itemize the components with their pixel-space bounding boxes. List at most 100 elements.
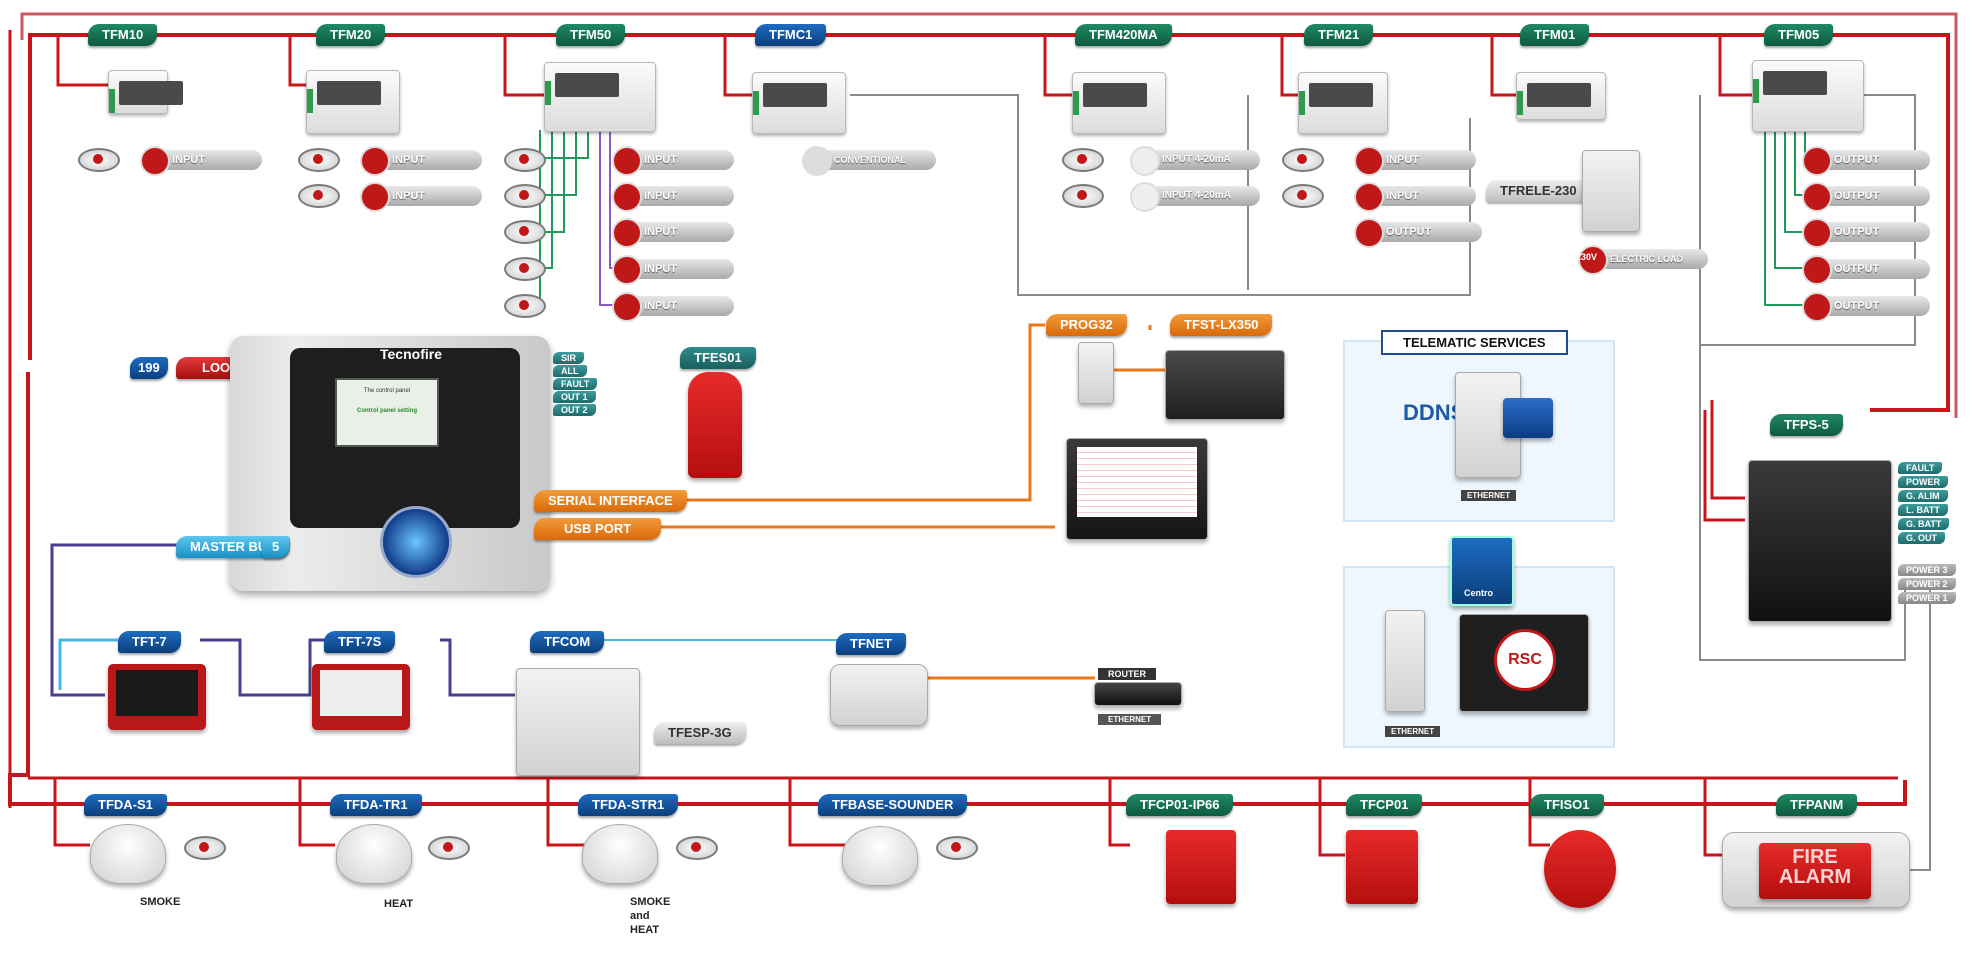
siren-tag: TFES01 xyxy=(680,347,756,369)
sensor-eye-icon xyxy=(78,148,120,172)
psu-power-3: POWER 3 xyxy=(1898,564,1956,576)
email-icon xyxy=(1503,398,1553,438)
input-icon xyxy=(612,218,642,248)
tfm05-module xyxy=(1752,60,1864,132)
printer-device xyxy=(1165,350,1285,420)
field-tag-tfpanm: TFPANM xyxy=(1776,794,1858,816)
sensor-eye-icon xyxy=(298,184,340,208)
master-bus-tag: MASTER BUS xyxy=(176,536,290,558)
field-tag-tfbase-sounder: TFBASE-SOUNDER xyxy=(818,794,968,816)
module-tag-tfm20: TFM20 xyxy=(316,24,386,46)
sensor-eye-icon xyxy=(504,220,546,244)
speaker-icon xyxy=(1802,218,1832,248)
psu-out-galim: G. ALIM xyxy=(1898,490,1948,502)
centro-logo-icon: Centro xyxy=(1450,536,1514,606)
module-tag-tfm50: TFM50 xyxy=(556,24,626,46)
smoke-label: SMOKE xyxy=(140,896,181,908)
panel-output-all: ALL xyxy=(553,365,587,377)
sensor-eye-icon xyxy=(1282,184,1324,208)
laptop-device xyxy=(1066,438,1208,540)
module-tag-tfm01: TFM01 xyxy=(1520,24,1590,46)
ddns-label: DDNS xyxy=(1403,400,1466,425)
conventional-icon xyxy=(802,146,832,176)
pc-tower xyxy=(1385,610,1425,712)
psu-cabinet xyxy=(1748,460,1892,622)
panel-output-out1: OUT 1 xyxy=(553,391,596,403)
bus-tag-tfnet: TFNET xyxy=(836,633,906,655)
output-pill: OUTPUT xyxy=(1802,146,1930,176)
sensor-eye-icon xyxy=(428,836,470,860)
psu-power-2: POWER 2 xyxy=(1898,578,1956,590)
tfm10-module xyxy=(108,70,183,114)
panel-face: The control panel Control panel setting xyxy=(290,348,520,528)
prog32-device xyxy=(1078,342,1114,404)
module-tag-tfmc1: TFMC1 xyxy=(755,24,827,46)
psu-out-power: POWER xyxy=(1898,476,1949,488)
router-device xyxy=(1094,682,1182,706)
field-tag-tfda-s1: TFDA-S1 xyxy=(84,794,167,816)
smoke-heat-label-2: and xyxy=(630,910,650,922)
fire-alarm-line2: ALARM xyxy=(1778,866,1852,888)
centro-box: Centro RSC ETHERNET xyxy=(1343,536,1615,748)
input-pill: INPUT xyxy=(360,146,482,176)
ethernet-label-2: ETHERNET xyxy=(1385,726,1441,737)
v230-label: 230V xyxy=(1576,252,1598,262)
panel-output-fault: FAULT xyxy=(553,378,598,390)
smoke-heat-label-3: HEAT xyxy=(630,924,660,936)
heat-detector xyxy=(336,824,412,884)
tfm20-module xyxy=(306,70,400,134)
sensor-eye-icon xyxy=(936,836,978,860)
tfm50-module xyxy=(544,62,656,132)
field-tag-tfiso1: TFISO1 xyxy=(1530,794,1604,816)
electric-load-pill: ELECTRIC LOAD xyxy=(1578,245,1708,275)
router-ethernet-label: ETHERNET xyxy=(1098,714,1162,725)
fire-alarm-panel: FIRE ALARM xyxy=(1722,832,1910,908)
panel-brand: Tecnofire xyxy=(380,346,442,362)
sensor-eye-icon xyxy=(1062,184,1104,208)
tfm21-module xyxy=(1298,72,1388,134)
ethernet-label: ETHERNET xyxy=(1461,490,1517,501)
sensor-eye-icon xyxy=(504,184,546,208)
tfm01-module xyxy=(1516,72,1606,120)
load-icon xyxy=(1578,245,1608,275)
output-pill: OUTPUT xyxy=(1802,182,1930,212)
input-pill: INPUT xyxy=(612,292,734,322)
field-tag-tfda-tr1: TFDA-TR1 xyxy=(330,794,422,816)
call-point xyxy=(1346,830,1418,904)
telematic-title: TELEMATIC SERVICES xyxy=(1381,330,1568,355)
tft7s-tablet xyxy=(312,664,410,730)
panel-output-out2: OUT 2 xyxy=(553,404,596,416)
smoke-detector xyxy=(90,824,166,884)
speaker-icon xyxy=(1802,146,1832,176)
telematic-services-box: TELEMATIC SERVICES DDNS ETHERNET xyxy=(1343,330,1615,522)
tfmc1-module xyxy=(752,72,846,134)
input-pill: INPUT xyxy=(612,255,734,285)
smoke-heat-detector xyxy=(582,824,658,884)
input-4-20-pill: INPUT 4-20mA xyxy=(1130,182,1260,212)
tfm420ma-module xyxy=(1072,72,1166,134)
sensor-eye-icon xyxy=(676,836,718,860)
input-icon xyxy=(360,182,390,212)
sensor-eye-icon xyxy=(298,148,340,172)
tft7-tablet xyxy=(108,664,206,730)
tfrele-tag: TFRELE-230 xyxy=(1486,180,1591,202)
sensor-eye-icon xyxy=(504,294,546,318)
bus-tag-tft7s: TFT-7S xyxy=(324,631,396,653)
rsc-logo: RSC xyxy=(1494,629,1556,691)
sensor-eye-icon xyxy=(184,836,226,860)
panel-knob-icon[interactable] xyxy=(380,506,452,578)
psu-out-lbatt: L. BATT xyxy=(1898,504,1948,516)
input-pill: INPUT xyxy=(612,218,734,248)
output-pill: OUTPUT xyxy=(1802,218,1930,248)
control-panel: Tecnofire The control panel Control pane… xyxy=(230,336,550,591)
input-pill: INPUT xyxy=(612,146,734,176)
input-pill: INPUT xyxy=(140,146,262,176)
gauge-icon xyxy=(1130,182,1160,212)
bus-tag-tft7: TFT-7 xyxy=(118,631,181,653)
master-bus-count: 5 xyxy=(262,536,290,558)
input-icon xyxy=(1354,146,1384,176)
smoke-heat-label-1: SMOKE xyxy=(630,896,671,908)
speaker-icon xyxy=(1802,255,1832,285)
